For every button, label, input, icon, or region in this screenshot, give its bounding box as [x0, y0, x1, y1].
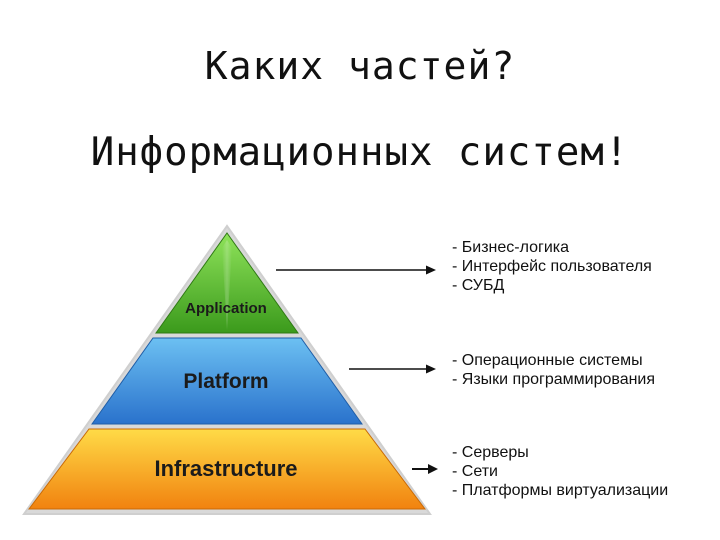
heading-question: Каких частей?	[204, 44, 516, 88]
layer-application-shine	[222, 240, 232, 330]
list-item: - Серверы	[452, 444, 529, 461]
layer-platform-label: Platform	[183, 370, 268, 393]
infrastructure-components-list: - Серверы - Сети - Платформы виртуализац…	[452, 443, 668, 500]
list-item: - Бизнес-логика	[452, 239, 570, 256]
list-item: - Интерфейс пользователя	[452, 258, 652, 275]
arrow-infrastructure	[412, 464, 438, 474]
layer-application-label: Application	[185, 300, 267, 317]
list-item: - СУБД	[452, 277, 505, 294]
platform-components-list: - Операционные системы - Языки программи…	[452, 351, 655, 389]
layer-infrastructure-label: Infrastructure	[154, 456, 297, 481]
layer-infrastructure	[28, 428, 426, 510]
list-item: - Сети	[452, 463, 498, 480]
arrow-application	[276, 265, 436, 275]
arrow-platform	[349, 364, 436, 374]
list-item: - Операционные системы	[452, 352, 643, 369]
layer-platform	[91, 337, 363, 425]
heading-answer: Информационных систем!	[90, 130, 630, 175]
list-item: - Платформы виртуализации	[452, 482, 669, 499]
list-item: - Языки программирования	[452, 371, 656, 388]
application-components-list: - Бизнес-логика - Интерфейс пользователя…	[452, 238, 652, 295]
